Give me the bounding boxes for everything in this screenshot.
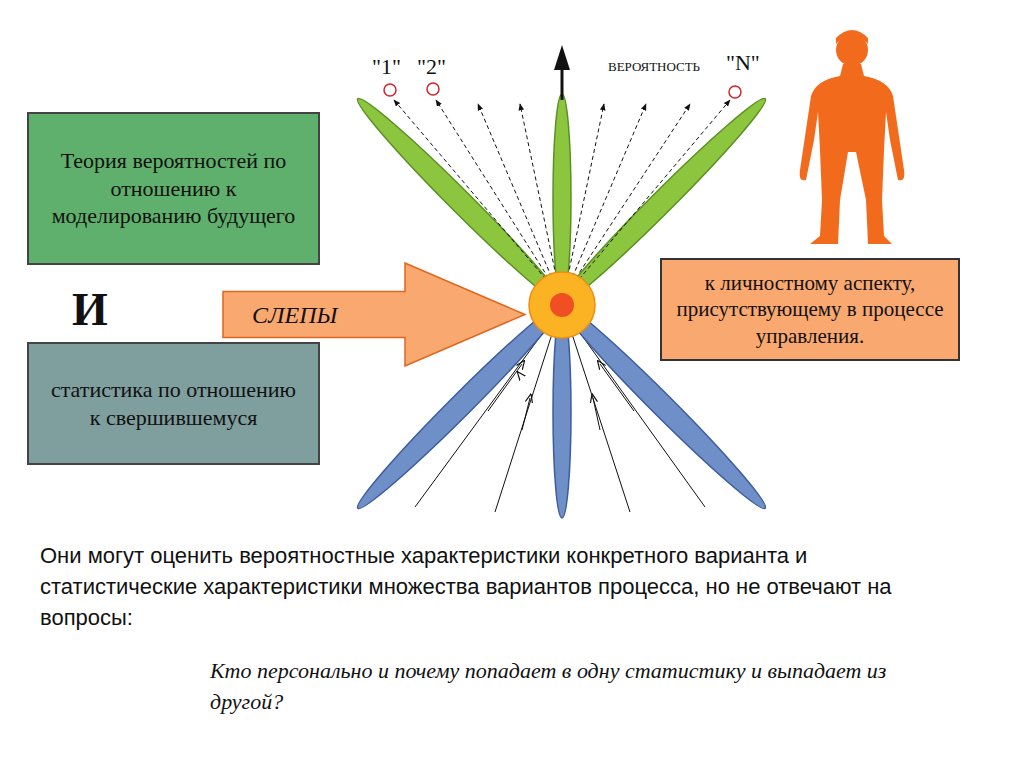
note-text: Они могут оценить вероятностные характер… [40, 541, 920, 633]
question-text: Кто персонально и почему попадает в одну… [210, 656, 930, 718]
probability-caption: ВЕРОЯТНОСТЬ [608, 58, 700, 76]
outcome-number: "2" [417, 52, 446, 83]
box-text: к личностному аспекту, присутствующему в… [676, 270, 944, 349]
box-text: СЛЕПЫ [252, 300, 377, 330]
box-text: статистика по отношению к свершившемуся [43, 376, 304, 431]
conjunction-letter: И [72, 278, 108, 342]
theory-box: Теория вероятностей по отношению к модел… [27, 112, 320, 265]
outcome-number: "1" [372, 52, 401, 83]
statistics-box: статистика по отношению к свершившемуся [27, 342, 320, 465]
main-arrow [554, 45, 570, 100]
box-text: Теория вероятностей по отношению к модел… [43, 147, 304, 230]
center-point [529, 272, 595, 338]
personal-aspect-box: к личностному аспекту, присутствующему в… [660, 258, 960, 361]
outcome-number: "N" [726, 48, 760, 79]
person-figure [800, 30, 905, 244]
